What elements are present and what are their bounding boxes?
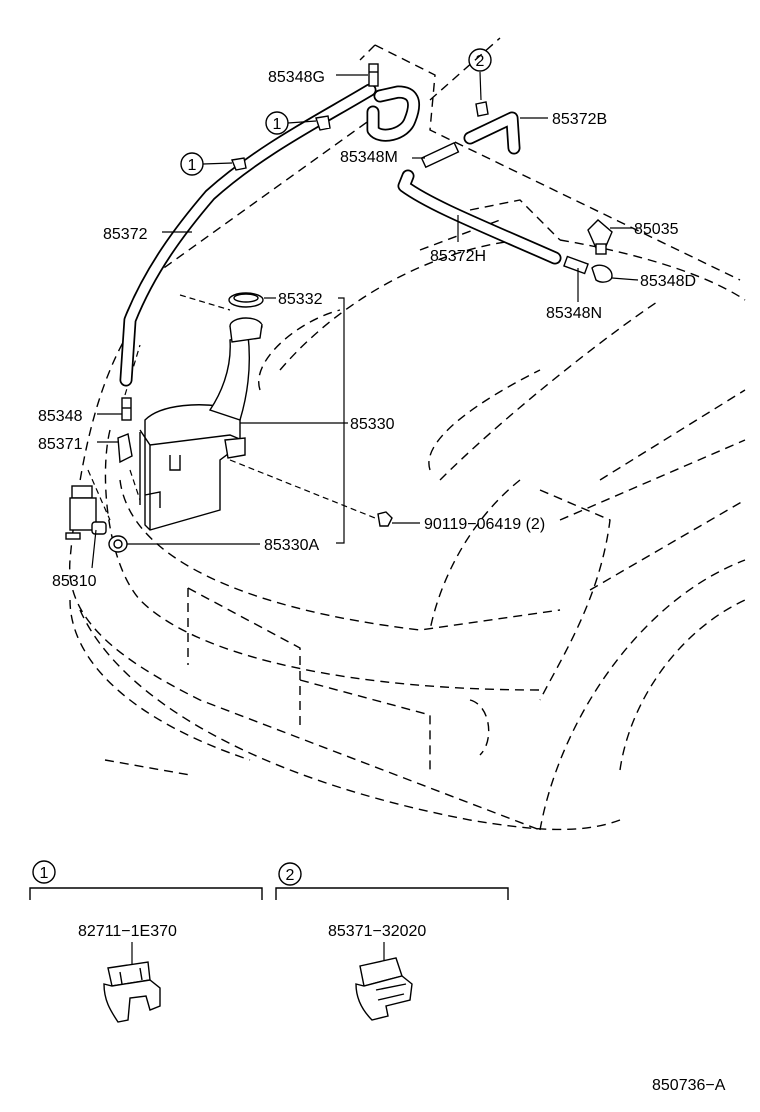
bolt-90119 — [377, 511, 393, 527]
grommet-85330A — [108, 535, 128, 553]
label-85372: 85372 — [103, 226, 148, 243]
label-85330: 85330 — [350, 416, 395, 433]
legend-2-number: 2 — [286, 867, 295, 884]
label-85330A: 85330A — [264, 537, 319, 554]
legend-1: 1 82711−1E370 — [29, 860, 263, 1023]
joint-85348N — [563, 255, 589, 275]
label-85310: 85310 — [52, 573, 97, 590]
callout-1-lower: 1 — [180, 152, 204, 176]
joint-85348D — [591, 264, 613, 283]
leader-lines — [91, 71, 639, 569]
clip-82711-illustration — [103, 961, 161, 1023]
label-90119-06419: 90119−06419 (2) — [424, 516, 545, 533]
joint-85348G — [368, 63, 379, 87]
legend-2-part-number: 85371−32020 — [328, 923, 426, 940]
label-85348N: 85348N — [546, 305, 602, 322]
label-85332: 85332 — [278, 291, 323, 308]
label-85348G: 85348G — [268, 69, 325, 86]
clip-1-lower — [231, 157, 247, 171]
legend-2: 2 85371−32020 — [275, 862, 509, 1021]
part-labels: 85348G 85372B 85348M 85372 85035 85372H … — [38, 69, 696, 590]
nozzle-85035 — [587, 219, 613, 255]
label-85348: 85348 — [38, 408, 83, 425]
legend-1-part-number: 82711−1E370 — [78, 923, 177, 940]
hose-loop — [366, 85, 420, 142]
label-85371: 85371 — [38, 436, 83, 453]
cap-85332 — [228, 292, 264, 308]
clip-2 — [475, 101, 489, 117]
joint-85348M — [420, 141, 460, 169]
callout-2-top-number: 2 — [476, 53, 485, 70]
callout-1-lower-number: 1 — [188, 157, 197, 174]
label-85372H: 85372H — [430, 248, 486, 265]
joint-85348 — [121, 397, 132, 421]
callout-2-top: 2 — [468, 48, 492, 72]
hose-85372H — [397, 169, 562, 265]
washer-tank-85330 — [139, 317, 263, 531]
motor-85310 — [65, 485, 107, 540]
vehicle-body-outline — [69, 37, 746, 831]
clip-85371 — [117, 433, 133, 464]
label-85372B: 85372B — [552, 111, 607, 128]
hose-85372B — [463, 111, 521, 155]
label-85348D: 85348D — [640, 273, 696, 290]
clip-1-upper — [315, 115, 331, 131]
callout-1-upper: 1 — [265, 111, 289, 135]
label-85348M: 85348M — [340, 149, 398, 166]
callout-1-upper-number: 1 — [273, 116, 282, 133]
legend-1-number: 1 — [40, 865, 49, 882]
figure-id: 850736−A — [652, 1077, 726, 1094]
label-85035: 85035 — [634, 221, 679, 238]
clip-85371-32020-illustration — [355, 957, 413, 1021]
